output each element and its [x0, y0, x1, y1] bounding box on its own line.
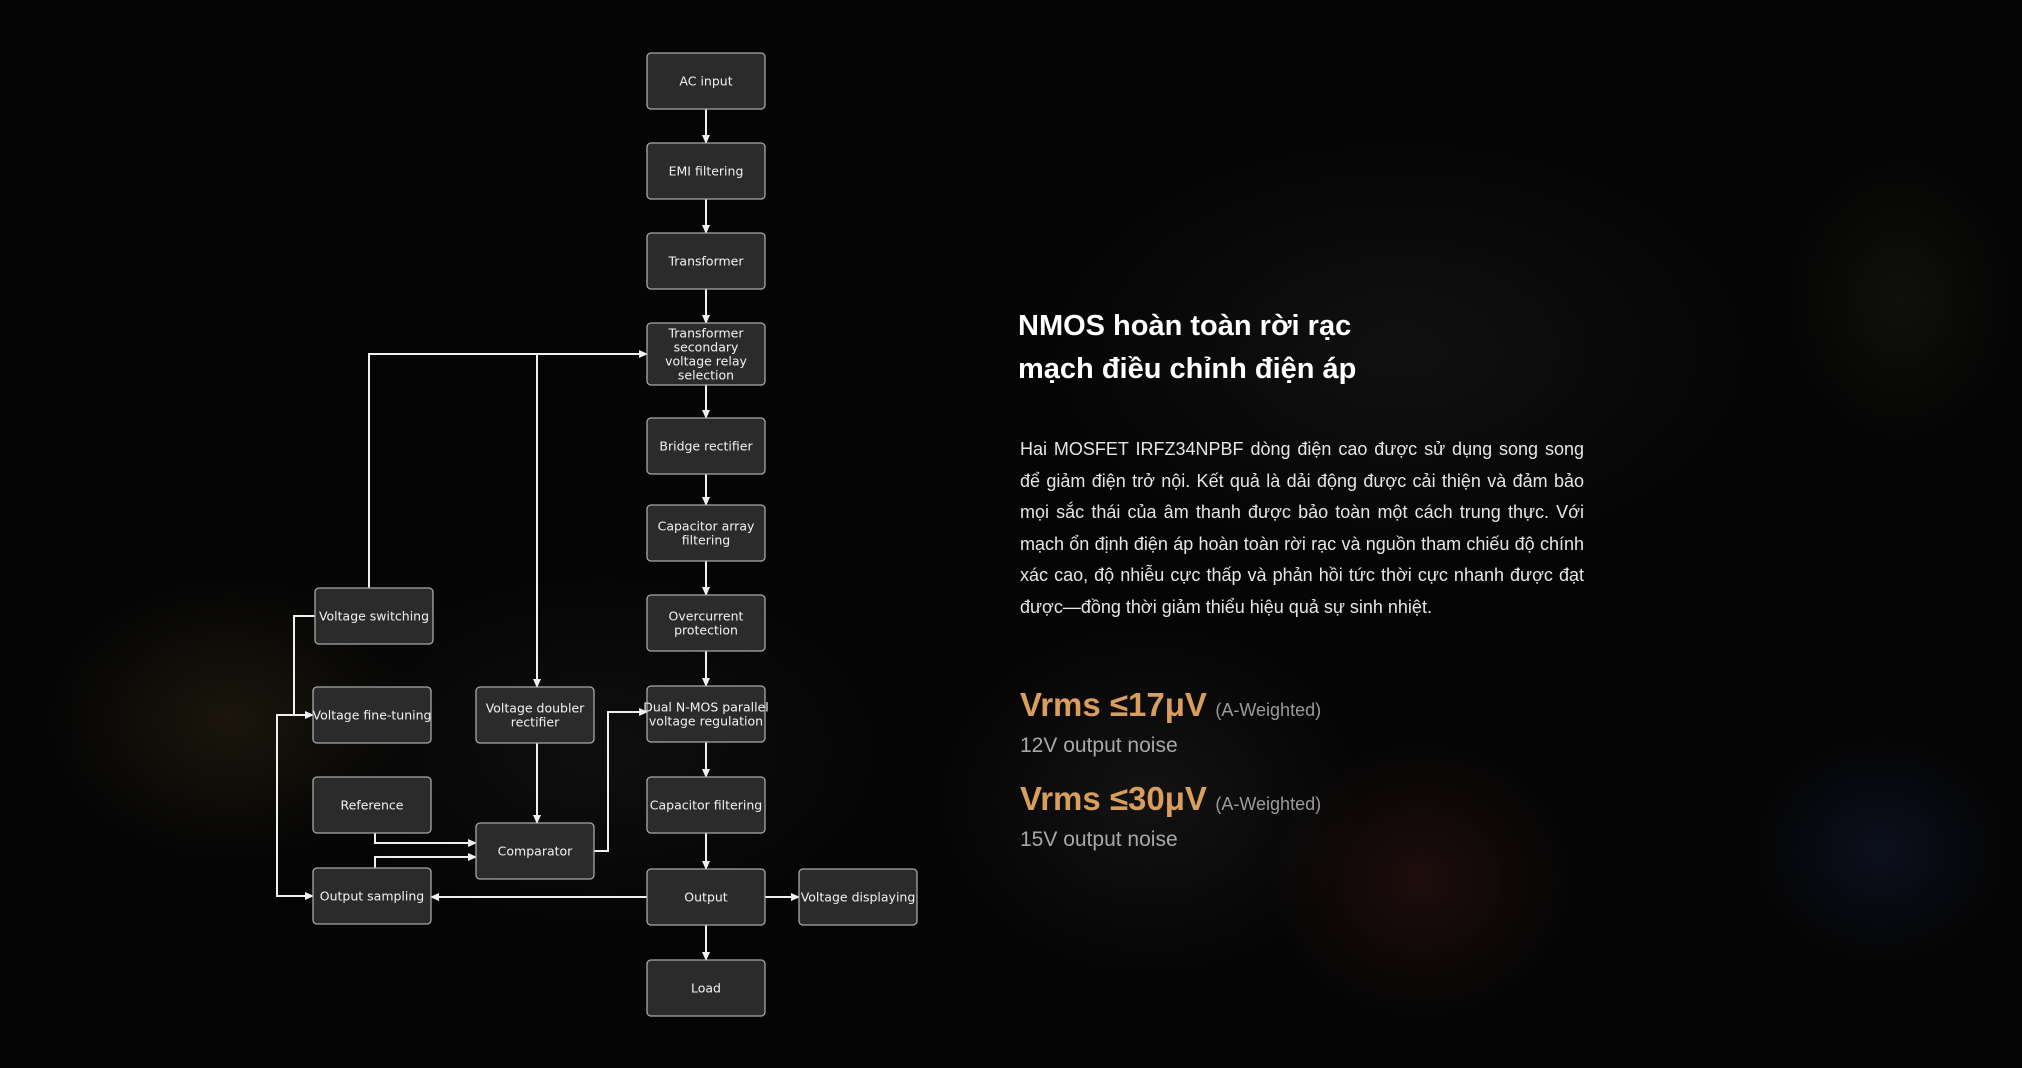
node-out-sampling: Output sampling — [312, 867, 432, 925]
section-title: NMOS hoàn toàn rời rạc mạch điều chỉnh đ… — [1018, 305, 1584, 391]
spec-weighting: (A-Weighted) — [1215, 700, 1322, 720]
node-box — [646, 417, 766, 475]
node-box — [646, 52, 766, 110]
title-line-1: NMOS hoàn toàn rời rạc — [1018, 310, 1352, 342]
node-label: Transformer — [667, 254, 744, 269]
node-box — [798, 868, 918, 926]
node-box — [312, 776, 432, 834]
node-v-display: Voltage displaying — [798, 868, 918, 926]
edge-out-sampling-to-comparator — [374, 853, 477, 868]
node-box — [646, 142, 766, 200]
feature-description: Hai MOSFET IRFZ34NPBF dòng điện cao được… — [1020, 439, 1584, 617]
node-box — [646, 232, 766, 290]
edge-v-switch-to-relay — [368, 350, 648, 588]
node-box — [312, 686, 432, 744]
node-emi: EMI filtering — [646, 142, 766, 200]
node-box — [646, 868, 766, 926]
node-box — [646, 776, 766, 834]
node-transformer: Transformer — [646, 232, 766, 290]
feature-text-column: NMOS hoàn toàn rời rạc mạch điều chỉnh đ… — [1018, 305, 1584, 623]
node-v-fine: Voltage fine-tuning — [312, 686, 432, 744]
node-box — [646, 685, 766, 743]
node-label: Output — [684, 890, 728, 905]
node-box — [475, 686, 595, 744]
node-label: Voltage fine-tuning — [313, 708, 432, 723]
node-comparator: Comparator — [475, 822, 595, 880]
edge-comparator-to-nmos — [594, 708, 648, 852]
node-label: Comparator — [498, 844, 573, 859]
spec-label: 12V output noise — [1020, 734, 1178, 757]
node-box — [646, 594, 766, 652]
node-v-switch: Voltage switching — [314, 587, 434, 645]
node-label: EMI filtering — [669, 164, 744, 179]
node-load: Load — [646, 959, 766, 1017]
node-label: Capacitor filtering — [650, 798, 762, 813]
edge-v-fine-to-out-sampling — [276, 714, 314, 900]
node-label: Reference — [341, 798, 404, 813]
edge-v-switch-to-v-fine — [293, 615, 315, 719]
node-bridge: Bridge rectifier — [646, 417, 766, 475]
node-box — [475, 822, 595, 880]
node-reference: Reference — [312, 776, 432, 834]
node-output: Output — [646, 868, 766, 926]
node-box — [646, 504, 766, 562]
node-label: AC input — [679, 74, 732, 89]
edge-reference-to-comparator — [374, 833, 477, 847]
node-label: Voltage switching — [319, 609, 429, 624]
node-label: Voltage displaying — [801, 890, 916, 905]
spec-noise-value: Vrms ≤30μV — [1020, 780, 1207, 817]
node-box — [646, 959, 766, 1017]
node-box — [314, 587, 434, 645]
node-ac-input: AC input — [646, 52, 766, 110]
node-label: Load — [691, 981, 721, 996]
spec-block-15v: Vrms ≤30μV (A-Weighted) 15V output noise — [1020, 780, 1321, 852]
spec-label: 15V output noise — [1020, 828, 1178, 851]
spec-noise-value: Vrms ≤17μV — [1020, 686, 1207, 723]
node-box — [646, 322, 766, 386]
spec-block-12v: Vrms ≤17μV (A-Weighted) 12V output noise — [1020, 686, 1321, 758]
title-line-2: mạch điều chỉnh điện áp — [1018, 353, 1357, 385]
node-cap-filter: Capacitor filtering — [646, 776, 766, 834]
spec-weighting: (A-Weighted) — [1215, 794, 1322, 814]
node-box — [312, 867, 432, 925]
node-label: Bridge rectifier — [659, 439, 753, 454]
node-label: Output sampling — [320, 889, 424, 904]
